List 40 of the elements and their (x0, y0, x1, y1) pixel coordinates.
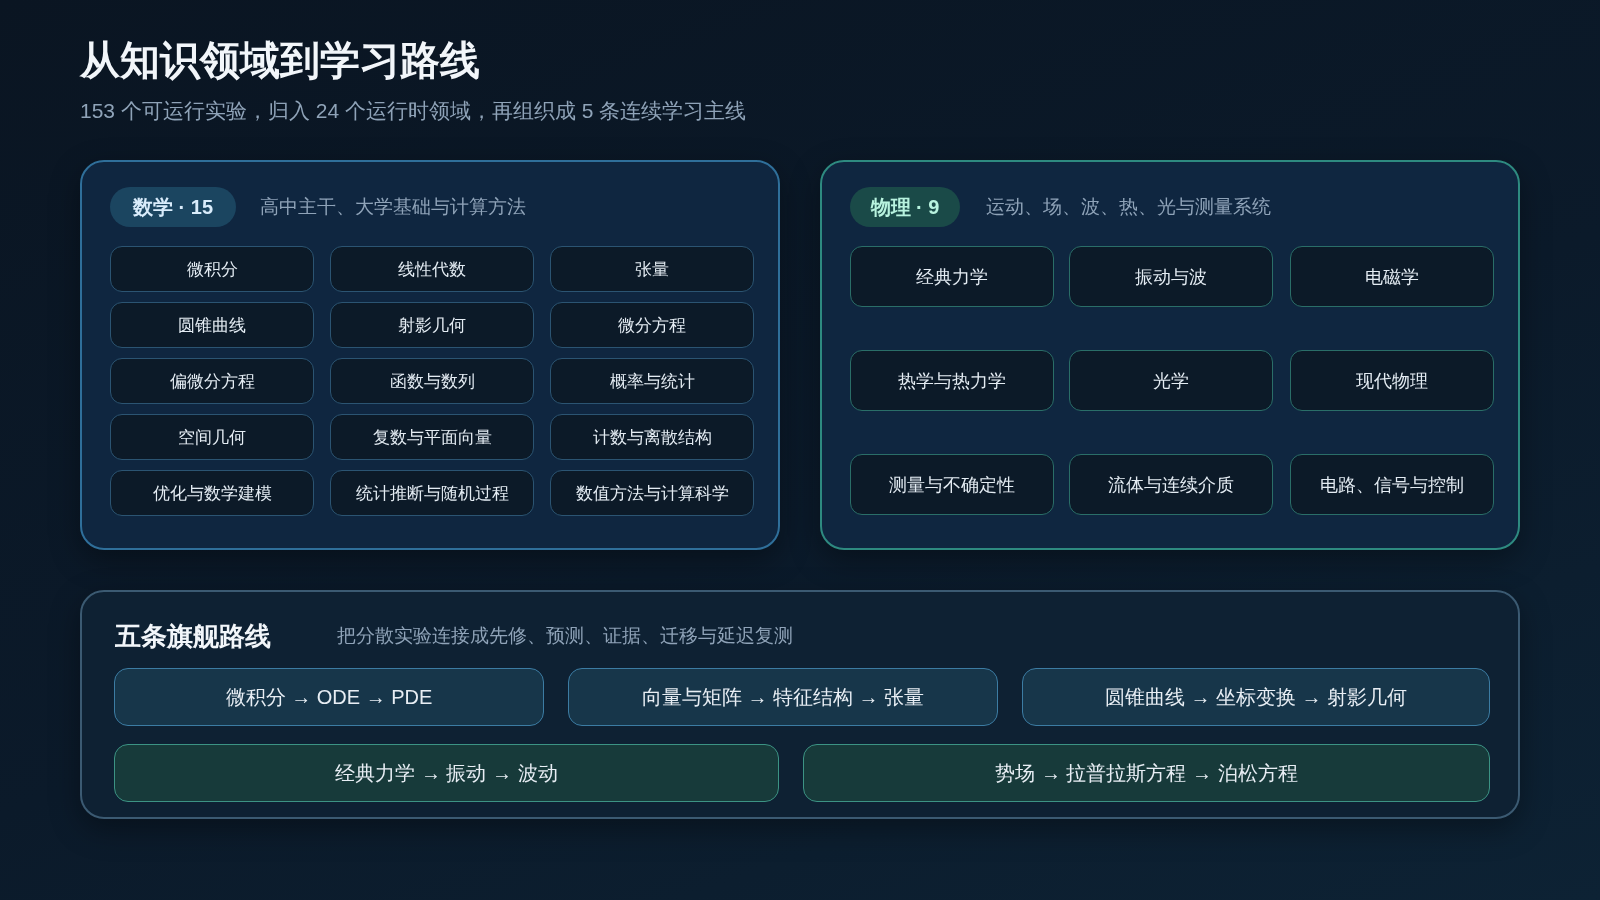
topic-card: 热学与热力学 (850, 350, 1054, 411)
topic-card: 电磁学 (1290, 246, 1494, 307)
category-tag: 物理 · 9 (850, 187, 960, 227)
topic-card: 电路、信号与控制 (1290, 454, 1494, 515)
topic-card: 优化与数学建模 (110, 470, 314, 516)
category-tag: 数学 · 15 (110, 187, 236, 227)
route-card: 势场 → 拉普拉斯方程 → 泊松方程 (803, 744, 1490, 802)
topic-card: 计数与离散结构 (550, 414, 754, 460)
topic-card: 流体与连续介质 (1069, 454, 1273, 515)
panel-subtitle: 把分散实验连接成先修、预测、证据、迁移与延迟复测 (337, 624, 793, 648)
topic-card: 空间几何 (110, 414, 314, 460)
route-card: 微积分 → ODE → PDE (114, 668, 544, 726)
topic-card: 光学 (1069, 350, 1273, 411)
route-card: 圆锥曲线 → 坐标变换 → 射影几何 (1022, 668, 1490, 726)
topic-card: 振动与波 (1069, 246, 1273, 307)
topic-card: 偏微分方程 (110, 358, 314, 404)
topic-card: 概率与统计 (550, 358, 754, 404)
topic-card: 线性代数 (330, 246, 534, 292)
topic-card: 微分方程 (550, 302, 754, 348)
page-title: 从知识领域到学习路线 (80, 37, 480, 84)
topic-card: 微积分 (110, 246, 314, 292)
topic-card: 数值方法与计算科学 (550, 470, 754, 516)
route-card: 经典力学 → 振动 → 波动 (114, 744, 779, 802)
route-card: 向量与矩阵 → 特征结构 → 张量 (568, 668, 998, 726)
topic-card: 复数与平面向量 (330, 414, 534, 460)
route-panel (80, 590, 1520, 819)
topic-card: 圆锥曲线 (110, 302, 314, 348)
panel-subtitle: 运动、场、波、热、光与测量系统 (986, 195, 1271, 219)
page-subtitle: 153 个可运行实验，归入 24 个运行时领域，再组织成 5 条连续学习主线 (80, 98, 747, 124)
topic-card: 经典力学 (850, 246, 1054, 307)
domain-panel (820, 160, 1520, 550)
panel-heading: 五条旗舰路线 (115, 619, 271, 653)
topic-card: 函数与数列 (330, 358, 534, 404)
domain-panel (80, 160, 780, 550)
topic-card: 现代物理 (1290, 350, 1494, 411)
topic-card: 测量与不确定性 (850, 454, 1054, 515)
topic-card: 统计推断与随机过程 (330, 470, 534, 516)
topic-card: 射影几何 (330, 302, 534, 348)
topic-card: 张量 (550, 246, 754, 292)
panel-subtitle: 高中主干、大学基础与计算方法 (260, 195, 526, 219)
